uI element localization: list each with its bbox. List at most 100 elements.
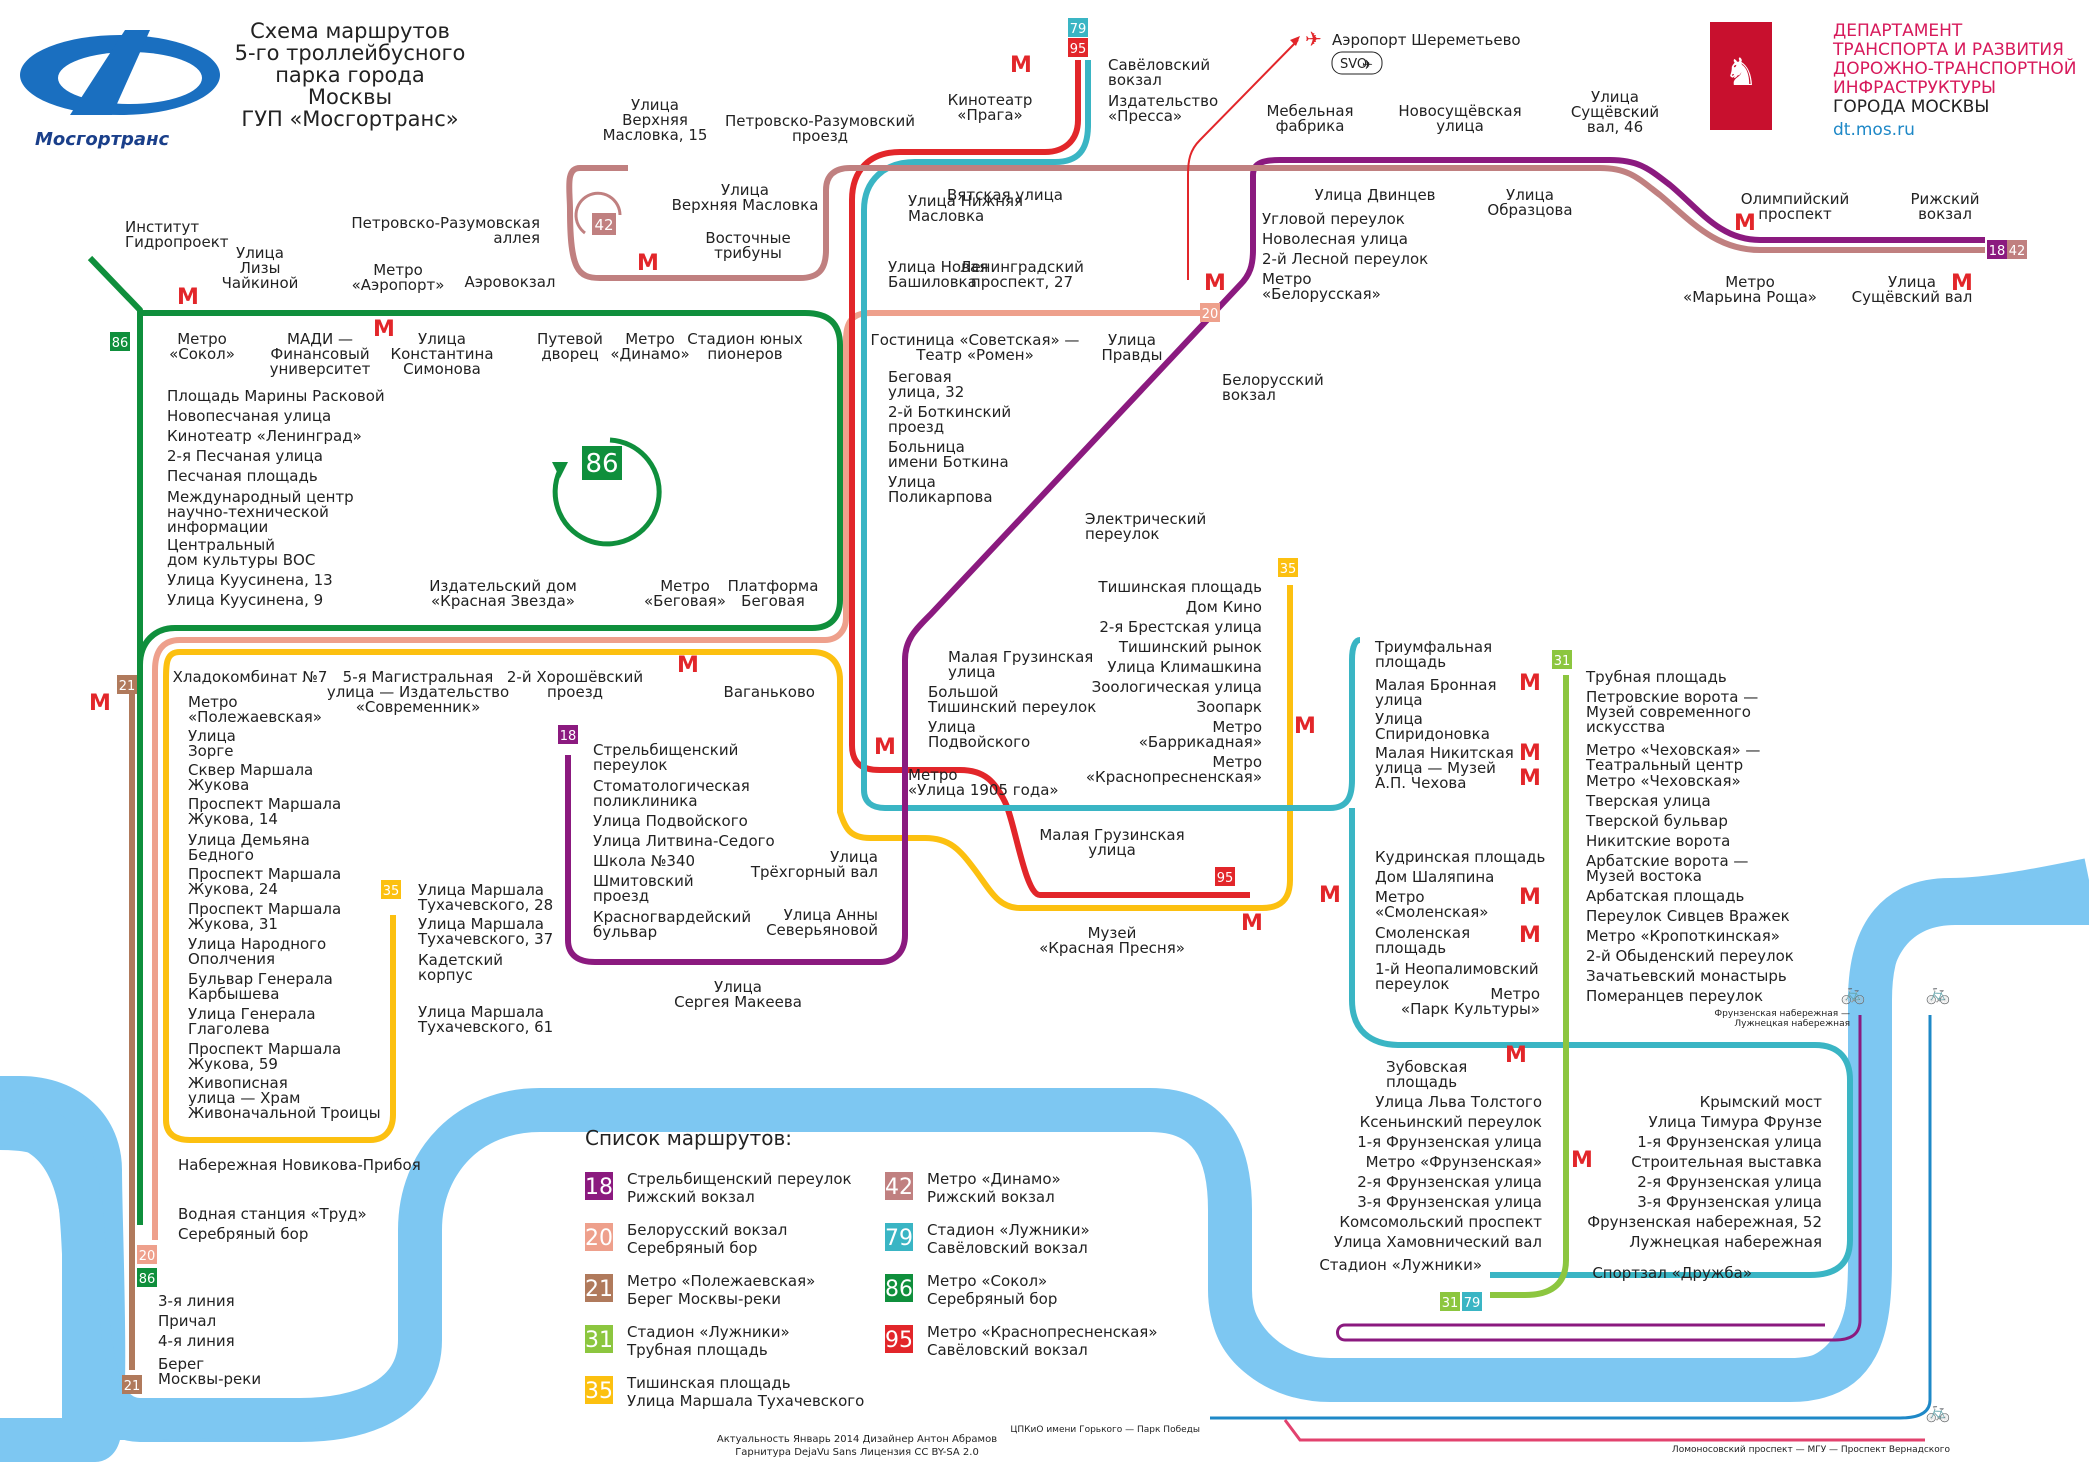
department-line: ДОРОЖНО-ТРАНСПОРТНОЙ xyxy=(1833,57,2077,79)
stop-label: Дом Кино xyxy=(1186,598,1262,616)
stop-label: Метро«Аэропорт» xyxy=(352,261,445,294)
airport-link xyxy=(1187,39,1299,280)
stop-label: Метро«Динамо» xyxy=(610,330,689,363)
stop-label: Метро«Полежаевская» xyxy=(188,693,322,726)
stop-label: 2-я Брестская улица xyxy=(1099,618,1262,636)
stop-label: Метро «Чеховская» xyxy=(1586,772,1741,790)
stop-label: 3-я Фрунзенская улица xyxy=(1637,1193,1822,1211)
stop-label: Серебряный бор xyxy=(178,1225,308,1243)
stop-label: 3-я Фрунзенская улица xyxy=(1357,1193,1542,1211)
stop-label: Стадион «Лужники» xyxy=(1319,1256,1482,1274)
stop-label: 2-я Фрунзенская улица xyxy=(1357,1173,1542,1191)
metro-icon: М xyxy=(677,653,699,678)
stop-label: Лужнецкая набережная xyxy=(1629,1233,1822,1251)
route-badge-35: 35 xyxy=(381,880,401,899)
metro-icon: М xyxy=(89,691,111,716)
stop-label: Тверской бульвар xyxy=(1585,812,1728,830)
route-badge-number: 35 xyxy=(1280,562,1297,577)
route-badge-20: 20 xyxy=(1200,303,1220,322)
stop-label: Издательский дом«Красная Звезда» xyxy=(429,577,577,610)
route-badge-31: 31 xyxy=(1552,650,1572,669)
route-badge-number: 18 xyxy=(560,729,577,744)
stop-label: 1-я Фрунзенская улица xyxy=(1637,1133,1822,1151)
airport-code-box xyxy=(1331,51,1383,75)
legend-route-number: 20 xyxy=(585,1226,613,1251)
metro-icon: М xyxy=(1519,885,1541,910)
stop-label: 2-й Лесной переулок xyxy=(1262,250,1428,268)
metro-icon: М xyxy=(1519,741,1541,766)
stop-label: Тишинский рынок xyxy=(1118,638,1262,656)
department-line: ДЕПАРТАМЕНТ xyxy=(1833,21,1963,41)
route-79-line xyxy=(861,60,1853,1278)
route-86-loop-number: 86 xyxy=(585,449,618,479)
legend-route-end: Савёловский вокзал xyxy=(927,1341,1088,1359)
route-badge-number: 79 xyxy=(1070,22,1087,37)
legend-route-end: Улица Маршала Тухачевского xyxy=(627,1392,864,1410)
route-badge-number: 21 xyxy=(124,1379,141,1394)
legend-route-number: 31 xyxy=(585,1328,613,1353)
route-86-loop-arrowhead xyxy=(552,462,568,478)
legend-route-end: Серебряный бор xyxy=(927,1290,1057,1308)
metro-icon: М xyxy=(177,285,199,310)
route-86-loop-badge xyxy=(582,446,622,480)
route-badge-18: 18 xyxy=(558,725,578,744)
stop-label: Метро«Смоленская» xyxy=(1375,888,1488,921)
stop-label: Кинотеатр«Прага» xyxy=(948,91,1033,124)
route-86-line xyxy=(87,255,843,1225)
route-35-line xyxy=(163,585,1293,1143)
stop-label: Метро«Улица 1905 года» xyxy=(908,766,1059,799)
route-badge-number: 31 xyxy=(1554,654,1571,669)
stop-label: Школа №340 xyxy=(593,852,695,870)
legend-route-end: Трубная площадь xyxy=(626,1341,768,1359)
metro-icon: М xyxy=(1519,923,1541,948)
metro-icon: М xyxy=(1241,911,1263,936)
stop-label: Строительная выставка xyxy=(1631,1153,1822,1171)
stop-label: 1-я Фрунзенская улица xyxy=(1357,1133,1542,1151)
stop-label: Кудринская площадь xyxy=(1375,848,1545,866)
route-badge-79: 79 xyxy=(1462,1292,1482,1311)
route-42-loop-arrow xyxy=(574,191,622,235)
legend-route-number: 35 xyxy=(585,1379,613,1404)
stop-label: Фрунзенская набережная, 52 xyxy=(1587,1213,1822,1231)
stop-label: Тишинская площадь xyxy=(1097,578,1262,596)
title-line: парка города xyxy=(275,63,425,87)
airport-code-plane-icon: ✈ xyxy=(1362,58,1373,73)
bicycle-icon: 🚲 xyxy=(1926,981,1951,1005)
legend-route-start: Тишинская площадь xyxy=(626,1374,791,1392)
footer-line-1: Актуальность Январь 2014 Дизайнер Антон … xyxy=(717,1434,997,1445)
stop-label: Крымский мост xyxy=(1700,1093,1823,1111)
stop-label: Новолесная улица xyxy=(1262,230,1408,248)
logo-text: Мосгортранс xyxy=(35,129,170,150)
metro-icon: М xyxy=(1951,271,1973,296)
stop-label: Улица Климашкина xyxy=(1107,658,1262,676)
